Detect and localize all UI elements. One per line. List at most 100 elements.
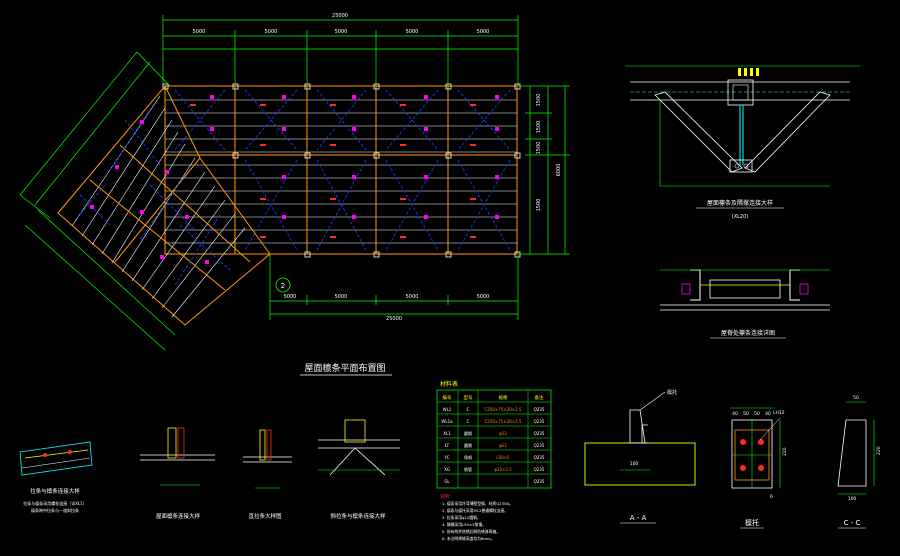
sag-rod-bracing	[174, 89, 511, 251]
aa-dim: 100	[630, 461, 639, 467]
small-detail-1-title: 拉条与檩条连接大样	[30, 487, 80, 495]
section-aa: 檩托 100 A - A	[584, 389, 696, 524]
cc-dim-bottom: 100	[848, 496, 857, 502]
table-cell: L50×5	[496, 455, 510, 460]
table-cell: Q235	[534, 479, 545, 484]
table-cell: 钢管	[464, 466, 472, 472]
dim-right-2: 1500	[536, 121, 542, 134]
bottom-dimension-lines	[269, 255, 519, 320]
plate-dim-2: 50	[743, 411, 749, 417]
plate-bottom-dim: 6	[770, 494, 773, 500]
dim-bay-4: 5000	[406, 29, 419, 35]
table-cell: φ12	[499, 443, 507, 448]
wing-plan: 2	[19, 51, 291, 351]
small-detail-3-title: 直拉条大样图	[248, 512, 282, 520]
dim-right-3: 1500	[536, 142, 542, 155]
table-cell: φ12	[499, 431, 507, 436]
dim-bottom-total: 25000	[386, 316, 402, 322]
cc-dim-side: 220	[876, 446, 882, 455]
main-plan: 25000 5000 5000 5000 5000 5000	[162, 13, 570, 322]
wing-outline	[57, 85, 271, 326]
table-title: 材料表	[440, 380, 458, 388]
table-cell: Q235	[534, 455, 545, 460]
detail-purlin-brace: 屋面檩条及隅撑连接大样 (XL20)	[625, 65, 860, 220]
table-cell: C	[467, 407, 470, 412]
dim-bay-5: 5000	[477, 29, 490, 35]
cc-dim-top: 50	[853, 395, 859, 401]
th-type: 型号	[464, 394, 473, 401]
top-dimension-texts: 25000 5000 5000 5000 5000 5000	[193, 13, 490, 35]
dim-bottom-1: 5000	[284, 294, 297, 300]
note-line: 3. 拉条采用φ12圆钢。	[442, 515, 481, 520]
small-detail-1-note-2: 檩条跨中拉条与一道斜拉条	[31, 507, 79, 513]
table-cell: C250×75×20×2.5	[484, 419, 521, 424]
plate-dim-1: 40	[732, 411, 738, 417]
th-note: 备注	[535, 394, 544, 401]
th-no: 编号	[443, 394, 452, 401]
dim-bottom-3: 5000	[406, 294, 419, 300]
table-cell: XG	[444, 467, 450, 472]
table-cell: C250×75×20×2.5	[484, 407, 521, 412]
aa-title: A - A	[630, 514, 647, 522]
aa-label: 檩托	[667, 389, 677, 396]
detail-ridge-purlin: 屋脊处檩条连接详图	[660, 269, 830, 339]
wing-purlins	[71, 95, 246, 318]
dim-bay-3: 5000	[335, 29, 348, 35]
plate-dim-4: 40	[765, 411, 771, 417]
plate-label: LH12	[773, 410, 785, 416]
small-detail-3: 直拉条大样图	[243, 429, 292, 520]
small-detail-2-title: 屋面檩条连接大样	[156, 512, 201, 520]
note-line: 1. 檩条采用冷弯薄壁型钢，材质Q235B。	[442, 501, 513, 506]
main-plan-title: 屋面檩条平面布置图	[304, 362, 385, 374]
notes-title: 说明：	[440, 493, 454, 500]
dim-right-4: 1500	[536, 199, 542, 212]
table-cell: 圆钢	[464, 430, 472, 436]
table-cell: Q235	[534, 431, 545, 436]
wing-rafters	[89, 144, 251, 291]
top-dimension-lines	[162, 15, 519, 86]
small-detail-1: 拉条与檩条连接大样 拉条与檩条采用螺栓连接（详XL1） 檩条跨中拉条与一道斜拉条	[19, 441, 93, 513]
right-dimension-texts: 1500 1500 1500 1500 6000	[536, 94, 562, 212]
dim-overall-top: 25000	[332, 13, 348, 19]
purlin-lines	[165, 99, 517, 244]
table-cell: XL1	[443, 431, 451, 436]
bottom-dimension-texts: 5000 5000 5000 5000 25000	[284, 294, 490, 322]
table-cell: 圆钢	[464, 442, 472, 448]
red-member-tags	[190, 104, 476, 238]
dim-bay-2: 5000	[265, 29, 278, 35]
callout-circle	[275, 277, 291, 293]
th-spec: 规格	[499, 394, 508, 401]
note-line: 4. 隅撑采用L50×5角钢。	[442, 522, 486, 527]
table-cell: φ32×2.5	[494, 467, 512, 472]
notes-body: 1. 檩条采用冷弯薄壁型钢，材质Q235B。 2. 檩条与檩托采用M12普通螺栓连…	[442, 501, 513, 541]
wing-dimension-lines	[19, 51, 176, 351]
dim-right-total: 6000	[556, 164, 562, 177]
table-cell: YC	[443, 455, 449, 460]
table-cell: 角钢	[464, 454, 472, 460]
detail-ridge-title: 屋脊处檩条连接详图	[721, 329, 775, 337]
dim-bay-1: 5000	[193, 29, 206, 35]
small-detail-4-title: 斜拉条与檩条连接大样	[330, 512, 386, 520]
note-line: 5. 所有构件除锈后刷防锈漆两遍。	[442, 529, 500, 534]
cc-title: C - C	[844, 519, 861, 527]
table-cell: WL1a	[441, 419, 453, 424]
small-detail-2: 屋面檩条连接大样	[140, 427, 215, 520]
wing-magenta-markers	[90, 120, 209, 264]
dim-bottom-2: 5000	[335, 294, 348, 300]
section-cc: 50 220 100 C - C	[837, 395, 882, 529]
small-detail-1-note-1: 拉条与檩条采用螺栓连接（详XL1）	[23, 500, 87, 506]
table-cell: GL	[444, 479, 450, 484]
plate-title: 檩托	[745, 518, 759, 527]
note-line: 2. 檩条与檩托采用M12普通螺栓连接。	[442, 508, 508, 513]
right-dimension-lines	[518, 85, 570, 255]
note-line: 6. 未注明焊缝高度均为6mm。	[442, 536, 495, 541]
callout-number: 2	[281, 282, 285, 290]
table-cell: Q235	[534, 443, 545, 448]
table-cell: Q235	[534, 407, 545, 412]
magenta-markers	[210, 95, 499, 219]
column-markers	[162, 83, 521, 258]
dim-right-1: 1500	[536, 94, 542, 107]
